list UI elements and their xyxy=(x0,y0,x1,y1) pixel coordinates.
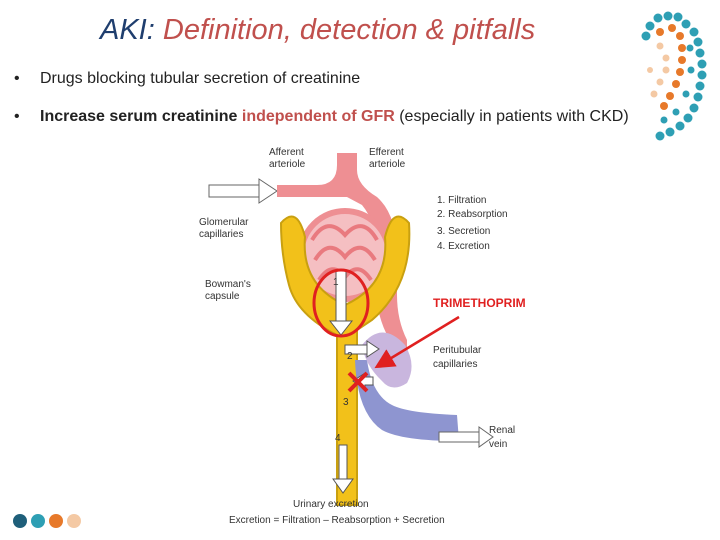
trimethoprim-pointer xyxy=(374,315,460,369)
nephron-diagram: Afferent arteriole Efferent arteriole Gl… xyxy=(197,145,527,530)
title-rest: Definition, detection & pitfalls xyxy=(162,14,536,46)
label-trimethoprim: TRIMETHOPRIM xyxy=(433,296,526,310)
num-1: 1 xyxy=(333,277,339,288)
label-bowman-2: capsule xyxy=(205,291,240,302)
label-equation: Excretion = Filtration – Reabsorption + … xyxy=(229,515,445,526)
bullet-2-highlight: independent of GFR xyxy=(241,108,395,125)
filtration-highlight-ring xyxy=(312,268,370,338)
logo-dots-orange xyxy=(656,24,686,110)
num-4: 4 xyxy=(335,433,341,444)
bullet-2-text-rest: (especially in patients with CKD) xyxy=(399,108,629,125)
renal-vein-arrow xyxy=(438,426,494,448)
nephron-svg: Afferent arteriole Efferent arteriole Gl… xyxy=(199,147,526,526)
step-3: 3. Secretion xyxy=(437,226,490,237)
reabsorption-arrow xyxy=(344,340,380,358)
bullet-1: • Drugs blocking tubular secretion of cre… xyxy=(14,70,360,88)
label-renal-2: vein xyxy=(489,439,507,450)
step-1: 1. Filtration xyxy=(437,195,486,206)
decorative-footer-circles xyxy=(13,514,81,528)
label-afferent: Afferent xyxy=(269,147,304,158)
title-prefix: AKI: xyxy=(100,14,155,46)
renal-vein xyxy=(355,360,459,441)
logo-dots-peach xyxy=(647,42,670,98)
bullet-2: • Increase serum creatinine independent o… xyxy=(14,108,629,126)
blood-vessel xyxy=(277,153,407,360)
decorative-dot-logo xyxy=(641,11,707,141)
step-4: 4. Excretion xyxy=(437,241,490,252)
bowmans-capsule-tubule xyxy=(279,215,411,506)
label-efferent: Efferent xyxy=(369,147,404,158)
num-3: 3 xyxy=(343,397,349,408)
afferent-arrow xyxy=(208,178,278,204)
num-2: 2 xyxy=(347,351,353,362)
blocked-x-icon xyxy=(347,371,369,393)
slide-title: AKI: Definition, detection & pitfalls xyxy=(100,14,535,47)
label-renal: Renal xyxy=(489,425,515,436)
bullet-2-text-bold: Increase serum creatinine xyxy=(40,108,238,125)
excretion-arrow xyxy=(332,444,354,494)
step-2: 2. Reabsorption xyxy=(437,209,508,220)
label-peritubular-2: capillaries xyxy=(433,359,477,370)
label-glomerular: Glomerular xyxy=(199,217,249,228)
bullet-marker: • xyxy=(14,108,20,125)
label-bowman: Bowman's xyxy=(205,279,251,290)
label-urinary: Urinary excretion xyxy=(293,499,369,510)
label-glomerular-2: capillaries xyxy=(199,229,243,240)
label-afferent-2: arteriole xyxy=(269,159,306,170)
bullet-1-text: Drugs blocking tubular secretion of crea… xyxy=(40,70,361,87)
logo-dots-teal xyxy=(641,11,707,141)
label-peritubular: Peritubular xyxy=(433,345,482,356)
bullet-marker: • xyxy=(14,70,20,87)
label-efferent-2: arteriole xyxy=(369,159,406,170)
